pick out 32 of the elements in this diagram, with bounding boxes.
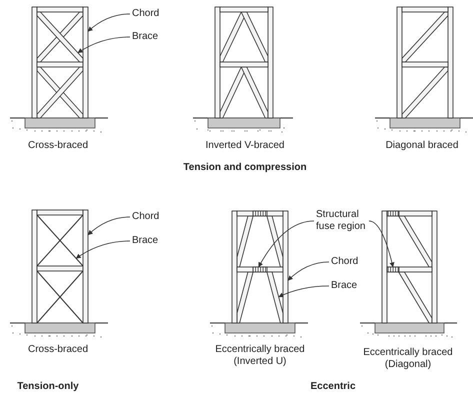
fuse-region (252, 266, 268, 272)
frame-caption: Eccentrically braced (Inverted U) (214, 344, 306, 368)
leader-line (78, 36, 130, 54)
chord-column (82, 6, 88, 118)
leader-line (76, 240, 130, 259)
section-heading: Tension and compression (182, 162, 308, 174)
leader-line (278, 286, 330, 298)
callout-label: Chord (132, 8, 161, 20)
brace (36, 12, 84, 62)
brace (36, 214, 84, 266)
section-heading: Tension-only (16, 381, 80, 393)
callout-label: Structural fuse region (316, 209, 367, 233)
chord-column (282, 210, 288, 324)
frame-caption: Diagonal braced (385, 140, 459, 152)
frame-caption: Cross-braced (27, 344, 89, 356)
callout-label: Brace (132, 235, 160, 247)
leader-line (368, 220, 394, 268)
leader-line (288, 262, 330, 281)
frame-caption: Eccentrically braced (Diagonal) (362, 347, 454, 371)
section-heading: Eccentric (310, 381, 356, 393)
chord-column (82, 210, 88, 324)
leader-line (88, 216, 130, 236)
leader-line (258, 220, 314, 268)
brace (266, 272, 284, 324)
frame-caption: Inverted V-braced (205, 140, 285, 152)
callout-label: Brace (132, 31, 160, 43)
callout-label: Brace (331, 280, 359, 292)
leader-line (88, 14, 130, 32)
frame-caption: Cross-braced (27, 140, 89, 152)
callout-label: Chord (331, 256, 360, 268)
fuse-region (386, 266, 400, 272)
callout-label: Chord (132, 211, 161, 223)
